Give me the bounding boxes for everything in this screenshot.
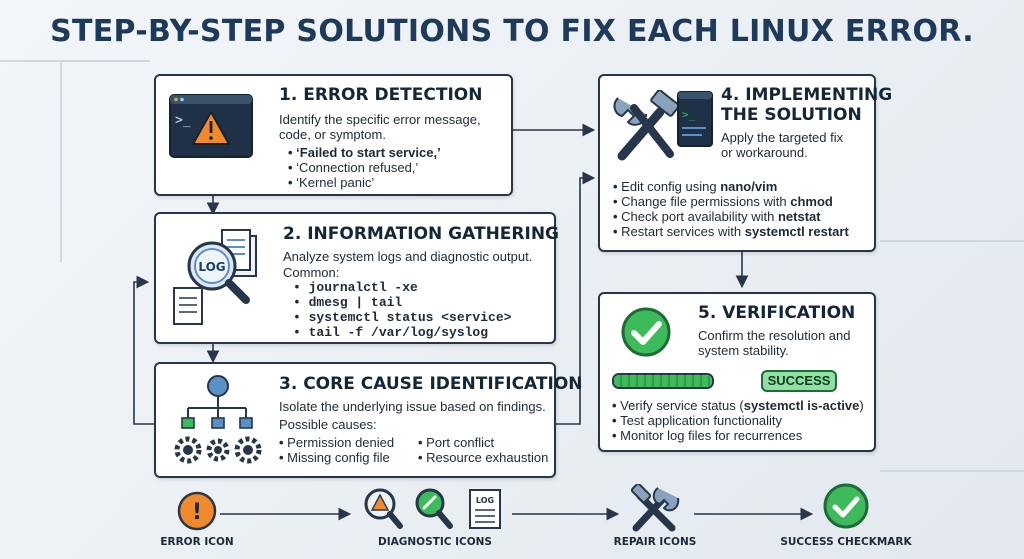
list-item: Change file permissions with chmod [613,194,849,209]
step-description-line: code, or symptom. [279,127,386,142]
hierarchy-gears-icon [174,375,262,464]
background-line [880,470,1024,472]
page-title: STEP-BY-STEP SOLUTIONS TO FIX EACH LINUX… [50,14,974,49]
legend-label-success: SUCCESS CHECKMARK [780,536,912,548]
svg-text:>_: >_ [682,108,696,121]
list-item: journalctl -xe [293,280,511,295]
list-item: Check port availability with netstat [613,209,849,224]
possible-causes-label: Possible causes: [279,417,377,432]
step-description-line: Confirm the resolution and [698,328,851,343]
step-card-core-cause-identification: 3. CORE CAUSE IDENTIFICATION Isolate the… [154,362,583,478]
list-item: Resource exhaustion [418,450,548,465]
step-card-information-gathering: LOG 2. INFORMATION GATHERING Analyze sys… [154,212,560,344]
step-card-implementing-solution: >_ 4. IMPLEMENTING THE SOLUTION Apply th… [598,74,892,252]
diagnostic-icons: LOG [364,488,501,529]
step-card-verification: 5. VERIFICATION Confirm the resolution a… [598,292,876,452]
error-examples-list: ‘Failed to start service,’ ‘Connection r… [288,145,441,190]
common-commands-label: Common: [283,265,340,280]
checkmark-icon [621,307,671,357]
legend-label-error: ERROR ICON [160,536,234,548]
success-checkmark-icon [823,483,869,529]
list-item: tail -f /var/log/syslog [293,325,511,340]
repair-icon [630,484,680,532]
list-item: Edit config using nano/vim [613,179,849,194]
background-line [880,240,1024,242]
diagnostic-commands-list: journalctl -xe dmesg | tail systemctl st… [293,280,512,340]
log-file-icon: LOG [469,489,501,529]
step-title: 2. INFORMATION GATHERING [283,224,560,244]
list-item: Verify service status (systemctl is-acti… [612,398,864,413]
svg-text:LOG: LOG [476,496,494,505]
legend-label-repair: REPAIR ICONS [613,536,697,548]
magnifier-warning-icon [364,488,403,529]
legend-label-diagnostic: DIAGNOSTIC ICONS [378,536,492,548]
list-item: Restart services with systemctl restart [613,224,849,239]
list-item: Monitor log files for recurrences [612,428,864,443]
step-title: 5. VERIFICATION [698,303,856,323]
step-title-line: 4. IMPLEMENTING [721,85,893,105]
list-item: Missing config file [279,450,394,465]
success-badge: SUCCESS [761,370,837,392]
list-item: Test application functionality [612,413,864,428]
list-item: ‘Connection refused,’ [288,160,441,175]
background-line [0,60,150,62]
step-title: 3. CORE CAUSE IDENTIFICATION [279,374,583,394]
list-item: ‘Kernel panic’ [288,175,441,190]
background-line [60,62,62,262]
verification-list: Verify service status (systemctl is-acti… [612,398,864,443]
error-icon: ! [177,491,217,531]
svg-text:>_: >_ [175,113,191,128]
arrow-step3-to-step4 [554,171,596,425]
list-item: ‘Failed to start service,’ [288,145,441,160]
step-description-line: or workaround. [721,145,808,160]
terminal-warning-icon: >_ [169,94,253,158]
list-item: dmesg | tail [293,295,511,310]
causes-list-left: Permission denied Missing config file [279,435,394,465]
causes-list-right: Port conflict Resource exhaustion [418,435,548,465]
step-description-line: system stability. [698,343,789,358]
log-icon-text: LOG [198,260,225,274]
error-glyph: ! [192,500,202,525]
fix-actions-list: Edit config using nano/vim Change file p… [613,179,849,239]
log-magnifier-icon: LOG [173,229,257,325]
progress-bar [612,373,714,389]
list-item: Port conflict [418,435,548,450]
step-description-line: Identify the specific error message, [279,112,481,127]
step-card-error-detection: >_ 1. ERROR DETECTION Identify the speci… [154,74,513,196]
list-item: Permission denied [279,435,394,450]
step-description: Analyze system logs and diagnostic outpu… [283,249,533,264]
tools-terminal-icon: >_ [613,90,713,161]
step-description: Isolate the underlying issue based on fi… [279,399,546,414]
list-item: systemctl status <service> [293,310,512,325]
arrow-step3-loop-back [133,275,154,425]
progress-bar-fill [614,375,712,387]
step-title: 1. ERROR DETECTION [279,85,483,105]
step-description-line: Apply the targeted fix [721,130,844,145]
magnifier-wrench-icon [415,488,453,529]
step-title-line: THE SOLUTION [721,105,862,125]
